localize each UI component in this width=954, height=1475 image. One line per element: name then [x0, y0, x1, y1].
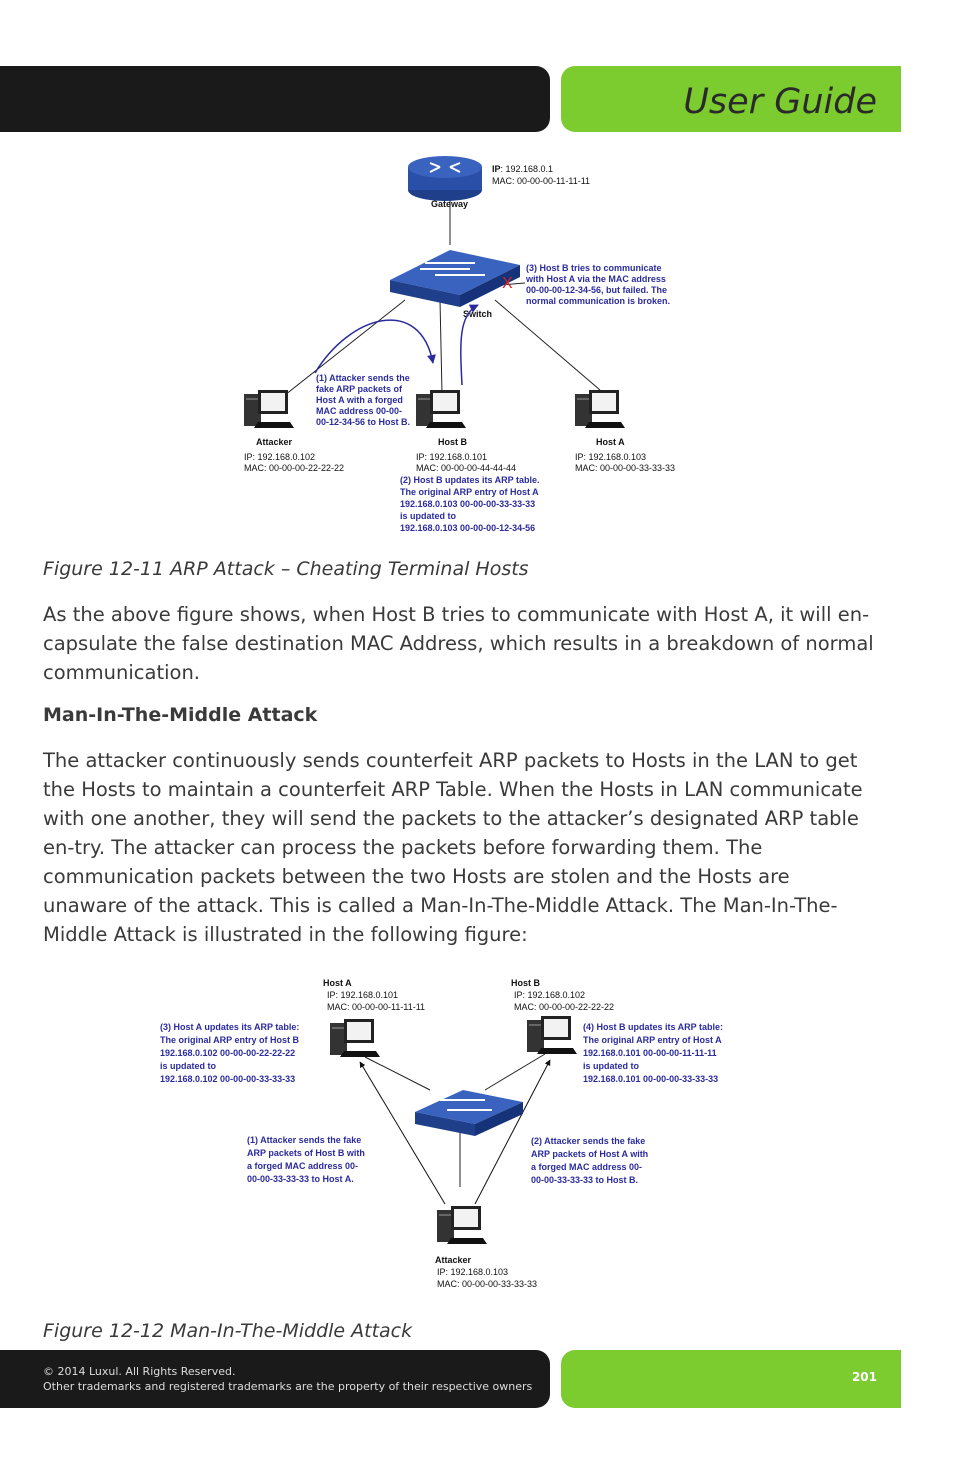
svg-text:The original ARP entry of Host: The original ARP entry of Host A — [400, 487, 539, 497]
figure-mitm-attack: Host A IP: 192.168.0.101 MAC: 00-00-00-1… — [160, 978, 723, 1289]
svg-text:MAC: 00-00-00-22-22-22: MAC: 00-00-00-22-22-22 — [244, 463, 344, 473]
figure-arp-cheating-hosts: IP: 192.168.0.1 MAC: 00-00-00-11-11-11 G… — [244, 156, 675, 533]
note-host-b-updates: (4) Host B updates its ARP table: The or… — [583, 1022, 723, 1084]
svg-text:MAC: 00-00-00-22-22-22: MAC: 00-00-00-22-22-22 — [514, 1002, 614, 1012]
svg-text:(1) Attacker sends the: (1) Attacker sends the — [316, 373, 410, 383]
svg-text:is updated to: is updated to — [160, 1061, 217, 1071]
paragraph-mitm: The attacker continuously sends counterf… — [43, 749, 863, 946]
header-title-tab: User Guide — [561, 66, 901, 132]
svg-text:(3) Host B tries to communicat: (3) Host B tries to communicate — [526, 263, 662, 273]
svg-text:192.168.0.101 00-00-00-33-3: 192.168.0.101 00-00-00-33-33-33 — [583, 1074, 718, 1084]
gateway-router-icon — [408, 156, 482, 201]
svg-text:00-00-33-33-33 to Host A.: 00-00-33-33-33 to Host A. — [247, 1174, 354, 1184]
svg-text:192.168.0.102 00-00-00-22-2: 192.168.0.102 00-00-00-22-22-22 — [160, 1048, 295, 1058]
host-a-label: Host A — [596, 437, 625, 447]
attacker-pc-icon — [244, 390, 294, 428]
svg-text:ARP packets of Host B with: ARP packets of Host B with — [247, 1148, 365, 1158]
svg-text:192.168.0.102 00-00-00-33-3: 192.168.0.102 00-00-00-33-33-33 — [160, 1074, 295, 1084]
svg-text:00-00-00-12-34-56, but failed.: 00-00-00-12-34-56, but failed. The — [526, 285, 667, 295]
svg-text:00-00-33-33-33 to Host B.: 00-00-33-33-33 to Host B. — [531, 1175, 638, 1185]
host-a-label: Host A — [323, 978, 352, 988]
svg-text:IP: 192.168.0.101: IP: 192.168.0.101 — [327, 990, 398, 1000]
svg-text:IP: 192.168.0.1: IP: 192.168.0.1 — [492, 164, 553, 174]
note-attacker-to-host-b: (2) Attacker sends the fake ARP packets … — [531, 1136, 648, 1185]
attacker-label: Attacker — [256, 437, 293, 447]
host-b-pc-icon — [416, 390, 466, 428]
host-b-label: Host B — [511, 978, 541, 988]
svg-text:MAC: 00-00-00-33-33-33: MAC: 00-00-00-33-33-33 — [437, 1279, 537, 1289]
svg-text:IP: 192.168.0.103: IP: 192.168.0.103 — [437, 1267, 508, 1277]
svg-text:(2) Attacker sends the fake: (2) Attacker sends the fake — [531, 1136, 645, 1146]
svg-text:MAC: 00-00-00-11-11-11: MAC: 00-00-00-11-11-11 — [327, 1002, 425, 1012]
svg-text:a forged MAC address 00-: a forged MAC address 00- — [531, 1162, 642, 1172]
note-attacker-sends: (1) Attacker sends the fake ARP packets … — [316, 373, 410, 427]
host-b-pc-icon — [527, 1016, 577, 1054]
note-host-b-updates: (2) Host B updates its ARP table. The or… — [400, 475, 540, 533]
svg-text:(4) Host B updates its ARP tab: (4) Host B updates its ARP table: — [583, 1022, 723, 1032]
svg-text:IP: 192.168.0.101: IP: 192.168.0.101 — [416, 452, 487, 462]
svg-text:00-12-34-56 to Host B.: 00-12-34-56 to Host B. — [316, 417, 410, 427]
switch-icon — [415, 1090, 523, 1136]
host-a-pc-icon — [575, 390, 625, 428]
footer-trademarks: Other trademarks and registered trademar… — [43, 1380, 533, 1393]
svg-text:MAC address 00-00-: MAC address 00-00- — [316, 406, 402, 416]
svg-text:192.168.0.103 00-00-00-12: 192.168.0.103 00-00-00-12-34-56 — [400, 523, 535, 533]
svg-text:ARP packets of Host A with: ARP packets of Host A with — [531, 1149, 648, 1159]
section-heading-mitm: Man-In-The-Middle Attack — [43, 704, 318, 726]
switch-icon — [390, 250, 520, 307]
svg-text:with Host A via the MAC addres: with Host A via the MAC address — [525, 274, 666, 284]
svg-text:(3) Host A updates its ARP tab: (3) Host A updates its ARP table: — [160, 1022, 299, 1032]
svg-text:MAC: 00-00-00-44-44-44: MAC: 00-00-00-44-44-44 — [416, 463, 516, 473]
svg-text:a forged MAC address 00-: a forged MAC address 00- — [247, 1161, 358, 1171]
svg-text:IP: 192.168.0.102: IP: 192.168.0.102 — [514, 990, 585, 1000]
gateway-mac: MAC: 00-00-00-11-11-11 — [492, 176, 590, 186]
attacker-label: Attacker — [435, 1255, 472, 1265]
svg-text:MAC: 00-00-00-33-33-33: MAC: 00-00-00-33-33-33 — [575, 463, 675, 473]
page-number: 201 — [851, 1370, 877, 1384]
svg-text:Host A with a forged: Host A with a forged — [316, 395, 403, 405]
svg-text:is updated to: is updated to — [583, 1061, 640, 1071]
header-title: User Guide — [683, 82, 877, 122]
svg-text:fake ARP packets of: fake ARP packets of — [316, 384, 403, 394]
svg-text:The original ARP entry of Host: The original ARP entry of Host A — [583, 1035, 722, 1045]
svg-text:IP: 192.168.0.103: IP: 192.168.0.103 — [575, 452, 646, 462]
svg-text:The original ARP entry of Host: The original ARP entry of Host B — [160, 1035, 300, 1045]
header-bar — [0, 66, 550, 132]
svg-text:(2) Host B updates its ARP tab: (2) Host B updates its ARP table. — [400, 475, 540, 485]
svg-text:IP: 192.168.0.102: IP: 192.168.0.102 — [244, 452, 315, 462]
svg-text:is updated to: is updated to — [400, 511, 457, 521]
paragraph-arp-result: As the above figure shows, when Host B t… — [43, 603, 874, 684]
attacker-pc-icon — [437, 1206, 487, 1244]
host-b-label: Host B — [438, 437, 468, 447]
gateway-label: Gateway — [431, 199, 468, 209]
fail-x-mark: X — [502, 275, 513, 292]
host-a-pc-icon — [330, 1019, 380, 1057]
footer-page-tab: 201 — [561, 1350, 901, 1408]
svg-text:normal communication is broken: normal communication is broken. — [526, 296, 670, 306]
footer-copyright: © 2014 Luxul. All Rights Reserved. — [43, 1365, 236, 1378]
figure-caption-1: Figure 12-11 ARP Attack – Cheating Termi… — [43, 558, 529, 580]
svg-text:192.168.0.103 00-00-00-33: 192.168.0.103 00-00-00-33-33-33 — [400, 499, 535, 509]
figure-caption-2: Figure 12-12 Man-In-The-Middle Attack — [43, 1320, 413, 1342]
note-attacker-to-host-a: (1) Attacker sends the fake ARP packets … — [247, 1135, 365, 1184]
note-host-b-fails: (3) Host B tries to communicate with Hos… — [525, 263, 670, 306]
svg-text:192.168.0.101 00-00-00-11-1: 192.168.0.101 00-00-00-11-11-11 — [583, 1048, 717, 1058]
footer-bar: © 2014 Luxul. All Rights Reserved. Other… — [0, 1350, 550, 1408]
svg-text:(1) Attacker sends the fake: (1) Attacker sends the fake — [247, 1135, 361, 1145]
switch-label: Switch — [463, 309, 492, 319]
note-host-a-updates: (3) Host A updates its ARP table: The or… — [160, 1022, 300, 1084]
